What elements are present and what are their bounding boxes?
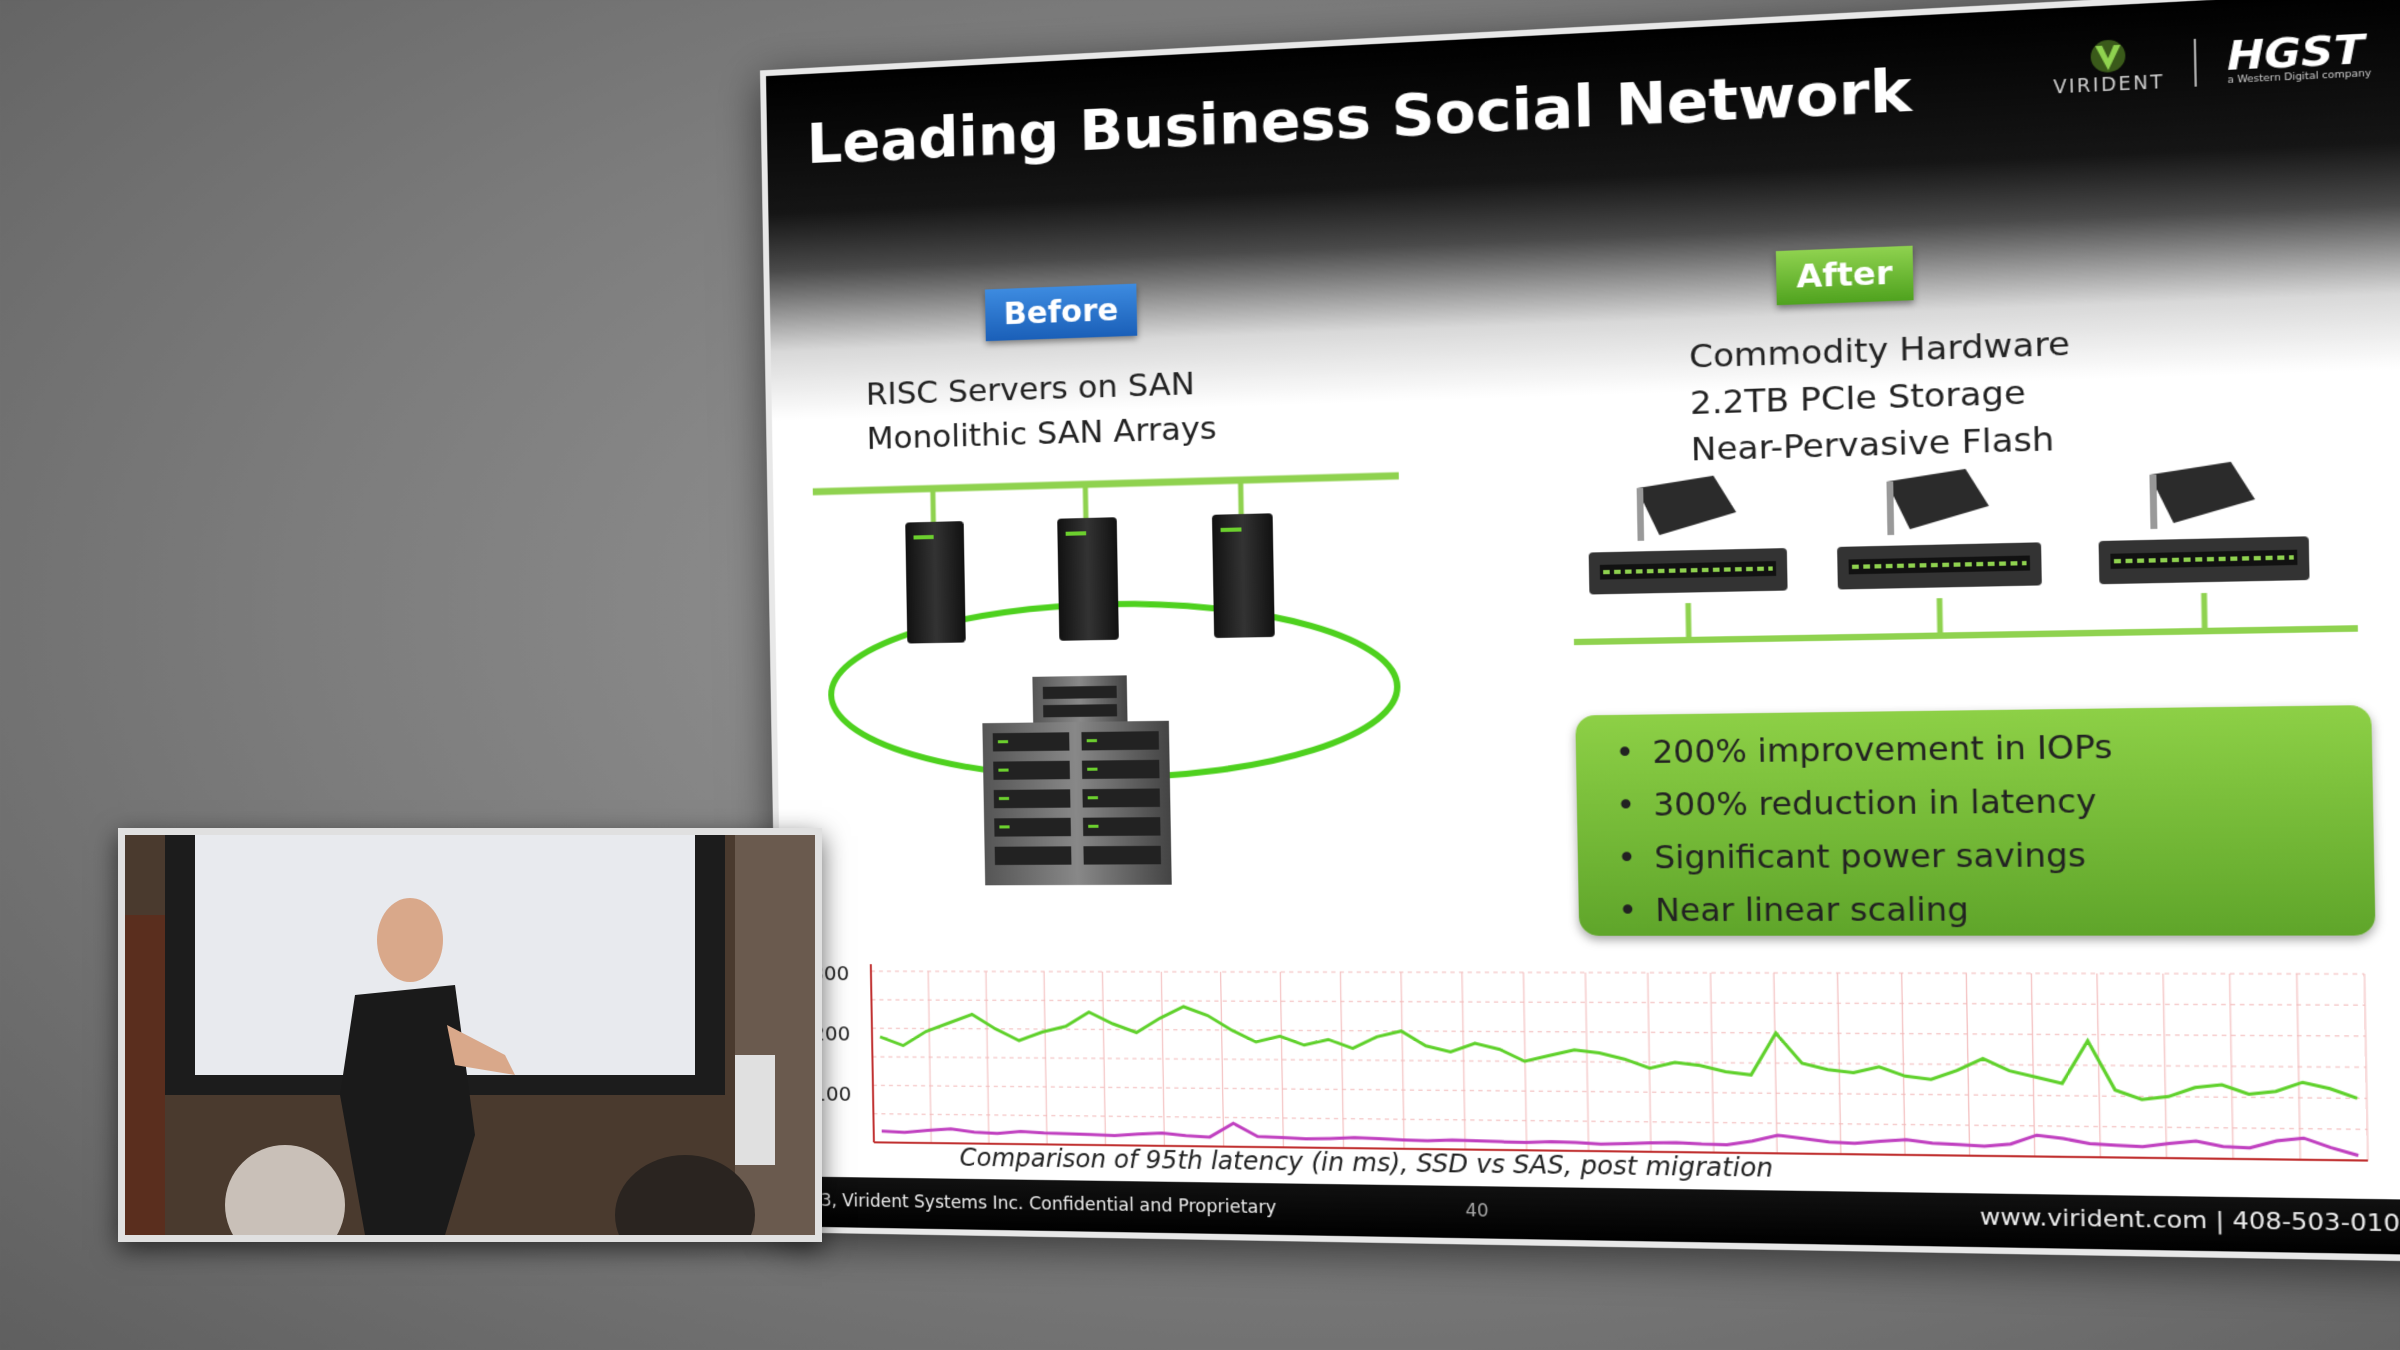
benefit-item: 200% improvement in IOPs	[1652, 718, 2373, 780]
commodity-server-icon	[1837, 468, 2042, 590]
slide-number: 40	[1465, 1200, 1489, 1222]
grid-line	[1648, 973, 1651, 1152]
benefit-item: 300% reduction in latency	[1653, 773, 2374, 832]
grid-line	[1221, 972, 1224, 1147]
viridient-logo: VIRIDENT	[2052, 35, 2165, 99]
presentation-slide: Leading Business Social Network VIRIDENT…	[759, 0, 2400, 1262]
grid-line	[873, 1085, 2367, 1098]
speaker-video-inset	[118, 828, 822, 1242]
grid-line	[872, 1028, 2366, 1036]
slide-footer: 013, Virident Systems Inc. Confidential …	[784, 1176, 2400, 1256]
slide-title: Leading Business Social Network	[806, 56, 1913, 178]
grid-line	[1161, 972, 1164, 1146]
grid-line	[871, 971, 2364, 974]
after-tag: After	[1775, 245, 1914, 306]
benefits-box: 200% improvement in IOPs 300% reduction …	[1575, 705, 2376, 938]
logo-separator	[2194, 38, 2198, 87]
before-san-diagram	[813, 462, 1439, 886]
hgst-logo: HGST a Western Digital company	[2226, 24, 2372, 86]
commodity-server-icon	[1588, 475, 1788, 595]
benefit-item: Significant power savings	[1654, 828, 2375, 885]
before-description: RISC Servers on SAN Monolithic SAN Array…	[866, 361, 1218, 462]
risc-server-icon	[1211, 513, 1275, 639]
viridient-v-icon	[2090, 39, 2126, 74]
copyright-text: 013, Virident Systems Inc. Confidential …	[799, 1190, 1277, 1219]
hgst-logo-text: HGST	[2226, 24, 2365, 80]
commodity-server-icon	[2098, 461, 2310, 585]
grid-line	[871, 1000, 2365, 1005]
benefit-item: Near linear scaling	[1655, 883, 2376, 938]
grid-line	[2163, 974, 2166, 1158]
risc-server-icon	[905, 521, 966, 644]
logos: VIRIDENT HGST a Western Digital company	[2052, 25, 2371, 99]
chart-grid	[871, 971, 2368, 1160]
before-tag: Before	[984, 283, 1138, 342]
grid-line	[873, 1114, 2367, 1130]
y-tick-label: 100	[813, 1082, 851, 1106]
viridient-logo-text: VIRIDENT	[2052, 71, 2165, 99]
san-array-icon	[982, 675, 1172, 886]
speaker-video-icon	[125, 835, 815, 1235]
risc-server-icon	[1057, 517, 1119, 641]
after-commodity-diagram	[1571, 461, 2371, 668]
y-axis	[871, 964, 874, 1142]
contact-text: www.virident.com | 408-503-0100	[1979, 1204, 2400, 1239]
